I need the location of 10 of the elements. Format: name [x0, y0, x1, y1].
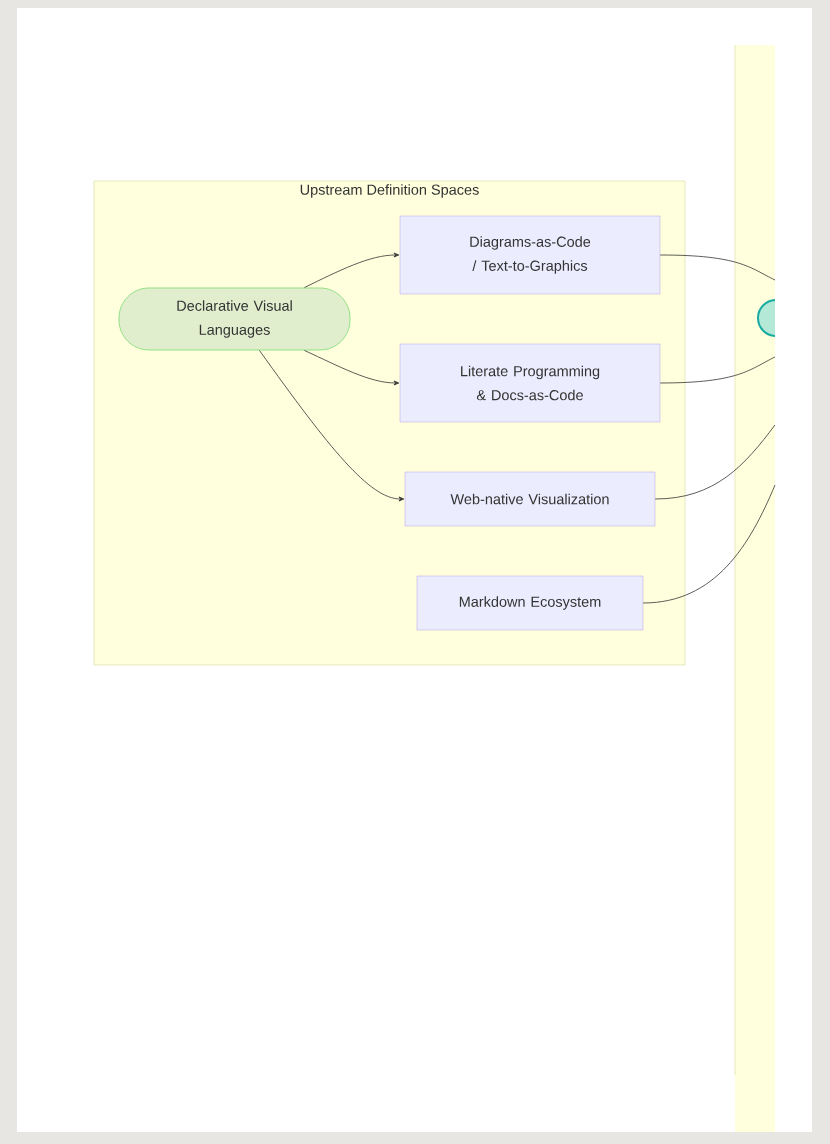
- process-box: Diagrams-as-Code / Text-to-Graphics: [399, 215, 661, 295]
- circle-node: [757, 299, 775, 337]
- arrow: [304, 252, 400, 288]
- arrow: [304, 350, 400, 386]
- process-box: Web-native Visualization: [404, 471, 656, 527]
- process-box: Markdown Ecosystem: [416, 575, 644, 631]
- process-box: Literate Programming & Docs-as-Code: [399, 343, 661, 423]
- start-node: Declarative Visual Languages: [118, 287, 351, 351]
- arrow: [259, 350, 405, 502]
- group-band: [734, 44, 775, 1132]
